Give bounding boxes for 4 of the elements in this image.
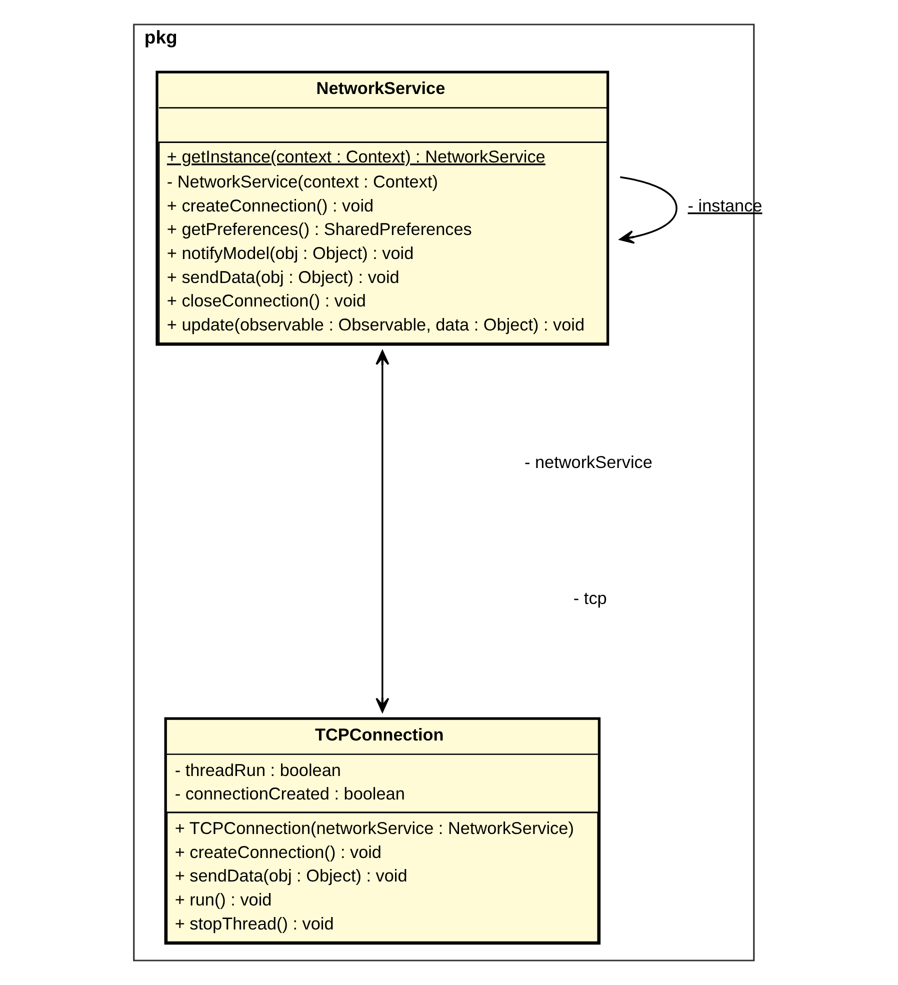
label: - networkService	[524, 452, 652, 472]
arrow	[375, 350, 389, 713]
label: - tcp	[572, 588, 606, 608]
arrow	[618, 176, 677, 244]
